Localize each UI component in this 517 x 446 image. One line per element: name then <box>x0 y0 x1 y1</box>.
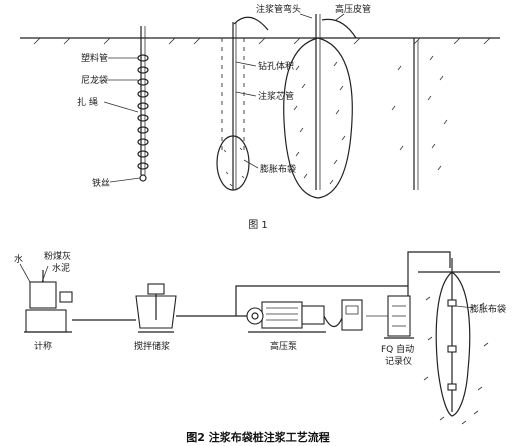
label-weigh: 计称 <box>34 340 52 352</box>
label-expansion-agent: 粉煤灰 <box>44 250 71 262</box>
hopper-box <box>29 281 57 309</box>
label-drill-hole-volume: 钻孔体积 <box>258 60 294 72</box>
label-recorder-line2: 记录仪 <box>385 356 412 367</box>
label-expansion-bag: 膨胀布袋 <box>470 303 506 315</box>
pile-soil-marks <box>423 296 489 425</box>
figure-2-caption: 图2 注浆布袋桩注浆工艺流程 <box>186 430 329 444</box>
grout-elbow-curve <box>233 16 269 31</box>
pump-motor <box>301 305 325 325</box>
ground-hatching <box>33 37 491 45</box>
expanded-bag-large <box>283 37 353 199</box>
label-water: 水 <box>14 253 23 265</box>
label-mixing-bucket: 搅拌储浆 <box>134 340 170 352</box>
label-iron-wire: 铁丝 <box>92 177 110 189</box>
grouted-pile: 膨胀布袋 <box>418 258 506 425</box>
pile-4 <box>391 38 448 190</box>
recorder: FQ 自动 记录仪 <box>366 295 414 367</box>
label-hp-pump: 高压泵 <box>270 340 297 352</box>
label-nylon-bag: 尼龙袋 <box>81 74 108 86</box>
figure-1: 塑料管 尼龙袋 扎 绳 铁丝 钻孔体积 注浆芯管 膨胀布袋 <box>20 3 500 231</box>
figure-2: 水 粉煤灰 水泥 计称 搅拌储浆 <box>14 250 506 444</box>
soil-marks <box>391 55 448 171</box>
grout-line-overhead <box>235 285 409 316</box>
pile-3: 注浆管弯头 高压皮管 <box>256 3 371 199</box>
pump-aux <box>341 299 363 331</box>
hose-loop <box>323 315 343 328</box>
grout-line-to-pile <box>407 251 451 286</box>
label-hp-hose: 高压皮管 <box>335 3 371 15</box>
pump-body <box>261 301 303 329</box>
label-plastic-pipe: 塑料管 <box>81 52 108 64</box>
pump-station: 高压泵 <box>246 299 363 352</box>
pile-1: 塑料管 尼龙袋 扎 绳 铁丝 <box>77 26 149 189</box>
label-tie: 扎 绳 <box>77 96 98 108</box>
leader-lines-1 <box>103 57 141 183</box>
label-grout-elbow: 注浆管弯头 <box>256 3 301 15</box>
expansion-bag-pile <box>435 271 471 417</box>
pump-wheel <box>246 307 264 325</box>
bag-texture <box>293 61 346 185</box>
label-grout-core-pipe: 注浆芯管 <box>258 90 294 102</box>
hp-hose-curve <box>321 18 357 39</box>
leader-lines-2 <box>235 61 259 169</box>
mixing-station: 搅拌储浆 <box>134 283 177 352</box>
scale-base <box>25 309 67 333</box>
pile-2: 钻孔体积 注浆芯管 膨胀布袋 <box>216 16 296 191</box>
ties <box>137 54 149 170</box>
label-cement: 水泥 <box>52 262 70 274</box>
weighing-station: 水 粉煤灰 水泥 计称 <box>14 250 73 352</box>
pipe-end <box>139 174 147 182</box>
label-recorder-line1: FQ 自动 <box>381 343 414 355</box>
bag-dots <box>223 147 245 187</box>
figure-1-caption: 图 1 <box>248 219 268 231</box>
label-expansion-cloth-bag: 膨胀布袋 <box>260 163 296 175</box>
mixer-motor <box>147 283 165 295</box>
